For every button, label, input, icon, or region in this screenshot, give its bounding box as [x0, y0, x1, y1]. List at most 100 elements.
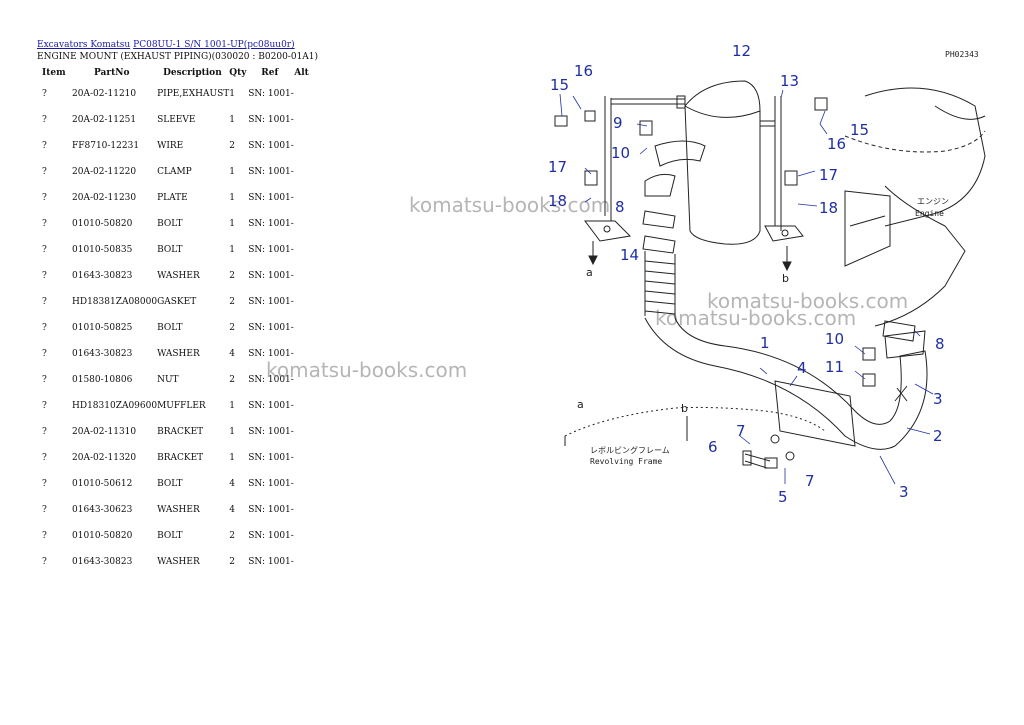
row-ref: SN: 1001-: [248, 453, 294, 463]
row-partno: 20A-02-11210: [72, 89, 137, 99]
callout-16b: 16: [827, 135, 846, 153]
row-qty: 2: [229, 297, 235, 307]
callout-15a: 15: [550, 76, 569, 94]
row-item: ?: [42, 271, 47, 281]
row-ref: SN: 1001-: [248, 89, 294, 99]
row-description: BOLT: [157, 323, 183, 333]
row-partno: 01643-30823: [72, 349, 133, 359]
row-description: GASKET: [157, 297, 197, 307]
row-partno: 20A-02-11230: [72, 193, 137, 203]
row-description: PIPE,EXHAUST: [157, 89, 230, 99]
row-qty: 1: [229, 219, 235, 229]
callout-14: 14: [620, 246, 639, 264]
row-ref: SN: 1001-: [248, 401, 294, 411]
row-ref: SN: 1001-: [248, 219, 294, 229]
callout-8b: 8: [935, 335, 945, 353]
parts-table: Item PartNo Description Qty Ref Alt ?20A…: [37, 65, 314, 575]
row-qty: 2: [229, 323, 235, 333]
row-partno: FF8710-12231: [72, 141, 140, 151]
diagram-code: PH02343: [945, 50, 979, 59]
row-partno: 01010-50820: [72, 531, 133, 541]
row-description: BOLT: [157, 245, 183, 255]
row-qty: 2: [229, 271, 235, 281]
watermark: komatsu-books.com: [409, 193, 611, 217]
row-item: ?: [42, 349, 47, 359]
row-partno: 01010-50612: [72, 479, 133, 489]
callout-15b: 15: [850, 121, 869, 139]
callout-7b: 7: [805, 472, 815, 490]
callout-1: 1: [760, 334, 770, 352]
callout-6: 6: [708, 438, 718, 456]
row-qty: 1: [229, 115, 235, 125]
row-item: ?: [42, 375, 47, 385]
row-description: WIRE: [157, 141, 184, 151]
callout-18b: 18: [819, 199, 838, 217]
engine-label: Engine: [915, 209, 944, 218]
row-partno: 20A-02-11220: [72, 167, 137, 177]
callout-3b: 3: [899, 483, 909, 501]
revolving-frame-label-jp: レボルビングフレーム: [590, 445, 670, 455]
row-ref: SN: 1001-: [248, 375, 294, 385]
row-description: WASHER: [157, 557, 200, 567]
breadcrumb-link-excavators[interactable]: Excavators Komatsu: [37, 40, 131, 50]
row-description: BOLT: [157, 479, 183, 489]
row-ref: SN: 1001-: [248, 115, 294, 125]
watermark: komatsu-books.com: [266, 358, 468, 382]
row-partno: 20A-02-11320: [72, 453, 137, 463]
row-item: ?: [42, 557, 47, 567]
row-ref: SN: 1001-: [248, 479, 294, 489]
row-partno: HD18310ZA09600: [72, 401, 158, 411]
row-ref: SN: 1001-: [248, 323, 294, 333]
row-item: ?: [42, 427, 47, 437]
row-partno: 20A-02-11251: [72, 115, 137, 125]
callout-5: 5: [778, 488, 788, 506]
engine-label-jp: エンジン: [917, 197, 949, 206]
row-item: ?: [42, 297, 47, 307]
row-description: WASHER: [157, 271, 200, 281]
row-item: ?: [42, 219, 47, 229]
row-item: ?: [42, 531, 47, 541]
row-qty: 1: [229, 427, 235, 437]
row-ref: SN: 1001-: [248, 505, 294, 515]
row-ref: SN: 1001-: [248, 427, 294, 437]
row-item: ?: [42, 401, 47, 411]
row-item: ?: [42, 167, 47, 177]
row-qty: 2: [229, 141, 235, 151]
row-item: ?: [42, 193, 47, 203]
header-item: Item: [42, 68, 66, 78]
row-partno: 01010-50820: [72, 219, 133, 229]
row-partno: 01010-50835: [72, 245, 133, 255]
row-description: BRACKET: [157, 453, 204, 463]
row-item: ?: [42, 505, 47, 515]
callout-10a: 10: [611, 144, 630, 162]
header-ref: Ref: [261, 68, 279, 78]
row-item: ?: [42, 115, 47, 125]
callout-7a: 7: [736, 422, 746, 440]
row-qty: 4: [229, 479, 235, 489]
revolving-frame-label: Revolving Frame: [590, 457, 662, 466]
breadcrumb-link-model[interactable]: PC08UU-1 S/N 1001-UP(pc08uu0r): [133, 40, 295, 50]
watermark: komatsu-books.com: [655, 306, 857, 330]
view-label-a: a: [586, 266, 593, 279]
header-description: Description: [163, 68, 222, 78]
row-ref: SN: 1001-: [248, 271, 294, 281]
row-description: PLATE: [157, 193, 188, 203]
row-ref: SN: 1001-: [248, 349, 294, 359]
row-qty: 4: [229, 349, 235, 359]
row-ref: SN: 1001-: [248, 557, 294, 567]
watermark: komatsu-books.com: [707, 289, 909, 313]
row-description: WASHER: [157, 505, 200, 515]
view-label-b-lower: b: [681, 402, 688, 415]
row-item: ?: [42, 453, 47, 463]
